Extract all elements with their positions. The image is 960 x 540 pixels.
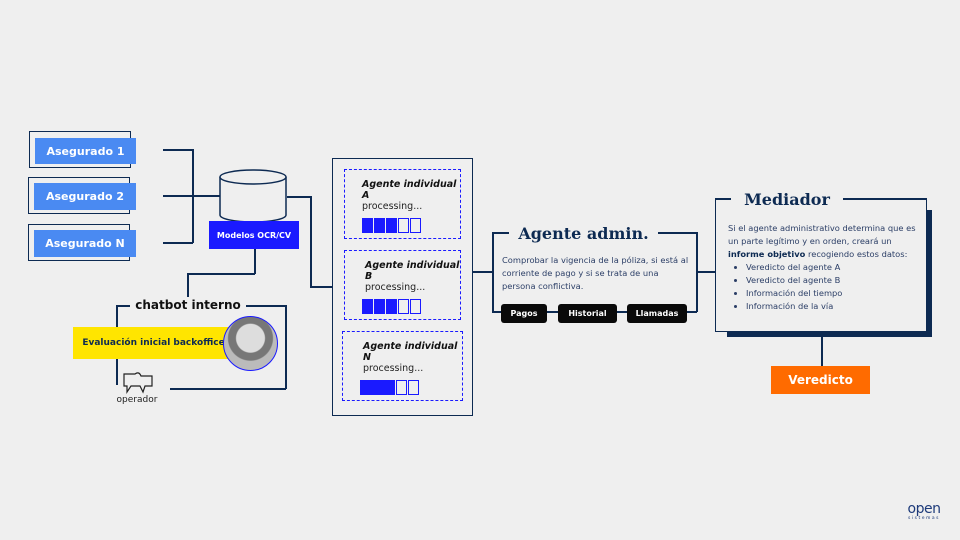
- operator-label: operador: [116, 395, 158, 405]
- progress-bar: [360, 380, 462, 395]
- admin-title: Agente admin.: [518, 224, 649, 243]
- connector: [163, 242, 193, 244]
- connector: [192, 149, 194, 243]
- calls-button[interactable]: Llamadas: [627, 304, 687, 323]
- agents-panel: [332, 158, 473, 416]
- agent-status: processing...: [365, 282, 426, 293]
- insured-2[interactable]: Asegurado 2: [34, 183, 136, 210]
- agent-status: processing...: [363, 363, 424, 374]
- mediator-bold-text: informe objetivo: [728, 249, 806, 259]
- frame-line: [116, 305, 130, 307]
- mediator-item: Información de la vía: [746, 300, 924, 313]
- mediator-title: Mediador: [731, 190, 843, 209]
- connector: [310, 286, 332, 288]
- frame-line: [843, 198, 927, 200]
- frame-line: [492, 232, 494, 312]
- mediator-description: Si el agente administrativo determina qu…: [728, 222, 924, 313]
- connector: [163, 149, 193, 151]
- agent-name: Agente individual A: [362, 179, 457, 201]
- connector: [187, 273, 255, 275]
- chatbot-title: chatbot interno: [135, 298, 241, 312]
- agent-card-n[interactable]: Agente individual N processing...: [342, 331, 463, 401]
- insured-1[interactable]: Asegurado 1: [35, 138, 136, 164]
- connector: [472, 271, 493, 273]
- mediator-item: Veredicto del agente A: [746, 261, 924, 274]
- logo-main: open: [907, 501, 941, 517]
- progress-bar: [362, 299, 460, 314]
- mediator-item: Información del tiempo: [746, 287, 924, 300]
- progress-bar: [362, 218, 460, 233]
- history-button[interactable]: Historial: [558, 304, 617, 323]
- mediator-text: recogiendo estos datos:: [805, 249, 908, 259]
- frame-line: [170, 388, 286, 390]
- agent-card-b[interactable]: Agente individual B processing...: [344, 250, 461, 320]
- database-icon: [219, 169, 287, 223]
- logo-sub: sistemas: [908, 516, 940, 521]
- insured-n[interactable]: Asegurado N: [34, 230, 136, 257]
- operator-avatar: [223, 316, 278, 371]
- connector: [310, 196, 312, 287]
- connector: [821, 337, 823, 366]
- verdict-button[interactable]: Veredicto: [771, 366, 870, 394]
- frame-line: [116, 359, 118, 385]
- mediator-item: Veredicto del agente B: [746, 274, 924, 287]
- frame-line: [492, 232, 509, 234]
- frame-line: [658, 232, 697, 234]
- frame-line: [246, 305, 286, 307]
- connector: [254, 249, 256, 274]
- agent-name: Agente individual B: [365, 260, 460, 282]
- mediator-text: Si el agente administrativo determina qu…: [728, 223, 916, 246]
- admin-description: Comprobar la vigencia de la póliza, si e…: [502, 255, 689, 291]
- frame-line: [715, 198, 731, 200]
- frame-line: [285, 305, 287, 389]
- frame-line: [116, 305, 118, 327]
- model-label[interactable]: Modelos OCR/CV: [209, 221, 299, 249]
- open-sistemas-logo: open sistemas: [900, 502, 948, 521]
- connector: [696, 271, 716, 273]
- mediator-title-text: Mediador: [744, 190, 830, 209]
- backoffice-banner[interactable]: Evaluación inicial backoffice: [73, 327, 234, 359]
- chat-puzzle-icon: [123, 372, 153, 394]
- agent-name: Agente individual N: [363, 341, 458, 363]
- mediator-box: [715, 198, 927, 332]
- payments-button[interactable]: Pagos: [501, 304, 547, 323]
- connector: [187, 273, 189, 297]
- agent-status: processing...: [362, 201, 423, 212]
- connector: [287, 196, 311, 198]
- agent-card-a[interactable]: Agente individual A processing...: [344, 169, 461, 239]
